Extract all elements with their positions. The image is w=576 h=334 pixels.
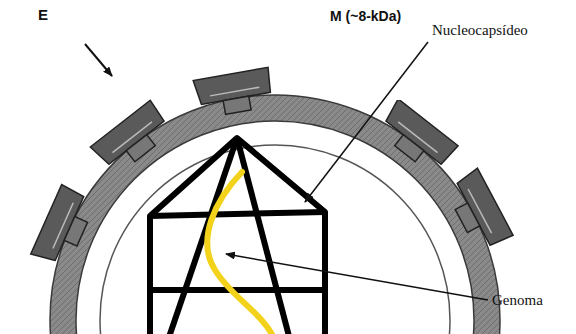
envelope-band bbox=[63, 108, 487, 334]
part-label: Genoma bbox=[492, 292, 543, 309]
leader-arrow bbox=[85, 44, 112, 76]
protein-label: E bbox=[38, 6, 48, 23]
genome-strand bbox=[207, 172, 275, 334]
leader-arrow bbox=[226, 254, 488, 300]
part-label: Nucleocapsídeo bbox=[432, 22, 528, 39]
protein-label: M (~8-kDa) bbox=[330, 8, 401, 24]
leader-arrow bbox=[305, 42, 428, 202]
nucleocapsid bbox=[150, 138, 325, 334]
blank-patch bbox=[325, 30, 576, 100]
